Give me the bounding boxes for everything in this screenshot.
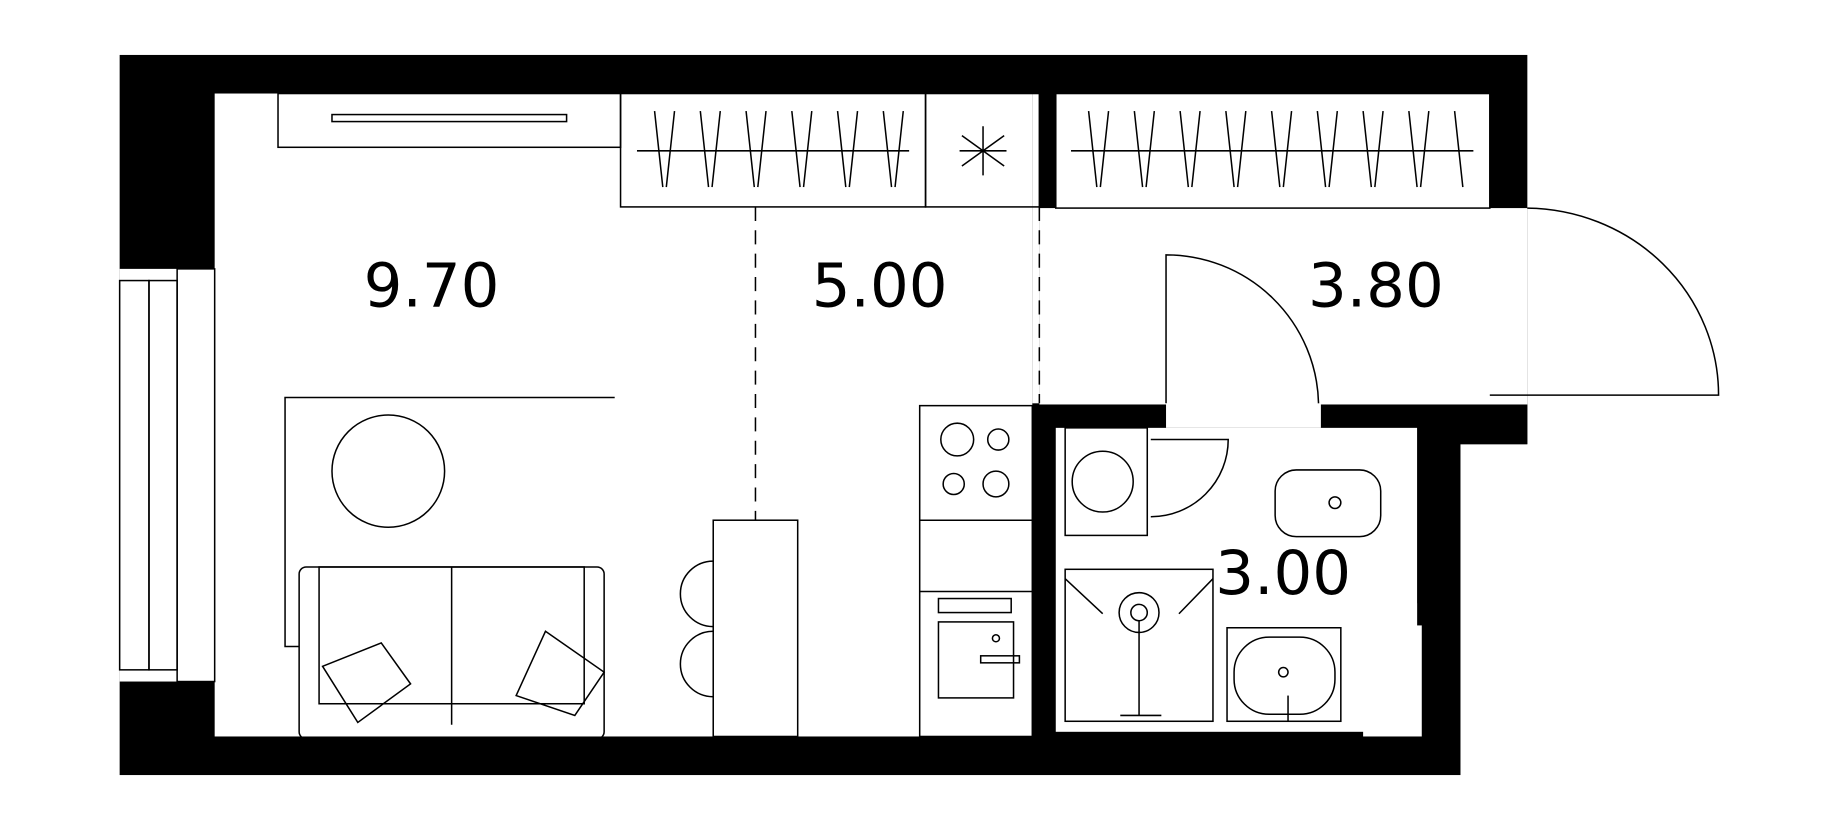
- room-area-bathroom: 3.00: [1215, 538, 1351, 609]
- shower: [1064, 568, 1214, 723]
- bathroom-door-swing: [1165, 254, 1320, 404]
- boiler-cabinet: [924, 92, 1041, 208]
- washing-machine: [1064, 427, 1229, 537]
- room-area-kitchen: 5.00: [812, 250, 948, 321]
- room-area-hallway: 3.80: [1308, 250, 1444, 321]
- wardrobe-right: [1055, 92, 1491, 209]
- stove-icon: [940, 422, 1010, 498]
- window: [118, 268, 216, 683]
- bidet: [1274, 469, 1382, 538]
- oven-icon: [937, 597, 1021, 699]
- room-area-living: 9.70: [364, 250, 500, 321]
- kitchen-unit: [918, 404, 1034, 738]
- sink: [1226, 627, 1342, 723]
- sofa: [298, 566, 606, 740]
- floors: [119, 93, 1528, 737]
- dining-table: [679, 519, 799, 738]
- bed: [284, 396, 615, 648]
- entrance-door-swing: [1489, 207, 1720, 396]
